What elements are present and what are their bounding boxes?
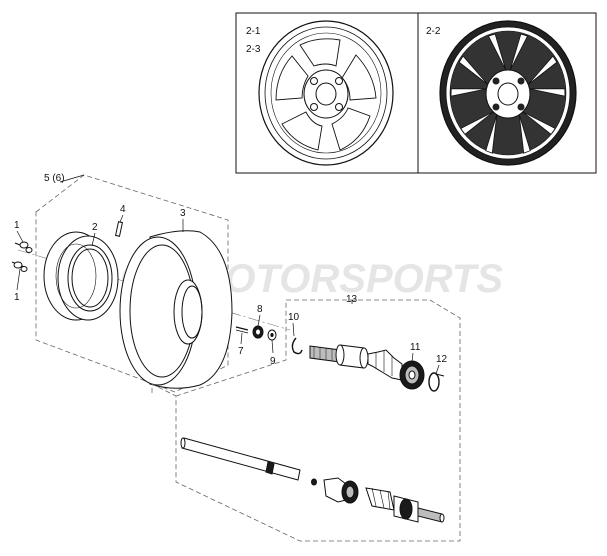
wheel-2-2-spoke	[460, 111, 494, 135]
inset-label-2-1: 2-1	[246, 26, 261, 37]
leader-12	[435, 364, 440, 375]
callout-1-top: 1	[14, 220, 20, 231]
leader-8	[257, 314, 261, 327]
leader-4	[119, 214, 124, 223]
inset-label-2-2: 2-2	[426, 26, 441, 37]
leader-9	[271, 339, 274, 354]
callout-8-nut: 8	[257, 304, 263, 315]
circlip-illustration	[291, 337, 303, 355]
leader-10	[292, 322, 295, 337]
callout-11-cv-joint: 11	[410, 342, 421, 353]
washer-illustration	[267, 329, 277, 341]
wheel-2-2-spoke	[527, 55, 558, 85]
inset-label-2-3: 2-3	[246, 44, 261, 55]
cotter-pin-illustration	[235, 326, 249, 334]
callout-13-axle: 13	[346, 294, 358, 305]
leader-11	[411, 352, 414, 363]
inner-axle-shaft-illustration	[180, 437, 301, 481]
wheel-2-2-spoke	[450, 88, 487, 97]
wheel-2-2-spoke	[522, 111, 556, 135]
rim-illustration	[43, 231, 119, 321]
clamp-illustration	[428, 372, 445, 392]
wheel-2-1-illustration	[258, 20, 394, 166]
castle-nut-illustration	[252, 325, 264, 339]
callout-4-valve: 4	[120, 204, 126, 215]
callout-3-tire: 3	[180, 208, 186, 219]
hub-group-leader	[59, 174, 85, 183]
callout-1-bottom: 1	[14, 292, 20, 303]
inner-cv-joint-illustration	[311, 477, 445, 523]
wheel-2-2-illustration	[439, 20, 577, 166]
callout-5-6: 5 (6)	[44, 173, 65, 184]
callout-9-washer: 9	[270, 356, 276, 367]
callout-2-rim: 2	[92, 222, 98, 233]
wheel-2-2-spoke	[487, 33, 507, 71]
leader-1-top	[16, 230, 24, 243]
outer-cv-axle-illustration	[309, 344, 425, 390]
wheel-2-2-spoke	[458, 55, 489, 85]
axle-group-dashed-outline	[151, 299, 461, 542]
leader-7	[240, 332, 243, 345]
leader-1-bottom	[16, 268, 21, 291]
wheel-2-2-spoke	[509, 33, 529, 71]
callout-7-cotter-pin: 7	[238, 346, 244, 357]
callout-10-circlip: 10	[288, 312, 300, 323]
wheel-2-2-spoke	[529, 88, 566, 97]
wheel-2-2-spoke	[485, 114, 498, 154]
wheel-2-2-spoke	[518, 114, 531, 154]
valve-stem-illustration	[114, 221, 124, 237]
wheel-variants-inset: 2-1 2-3 2-2	[235, 12, 597, 174]
leader-2	[91, 232, 96, 247]
lug-nuts	[11, 241, 33, 272]
tire-illustration	[119, 230, 233, 389]
wheel-2-2-spokes	[450, 33, 566, 154]
callout-12-clamp: 12	[436, 354, 448, 365]
